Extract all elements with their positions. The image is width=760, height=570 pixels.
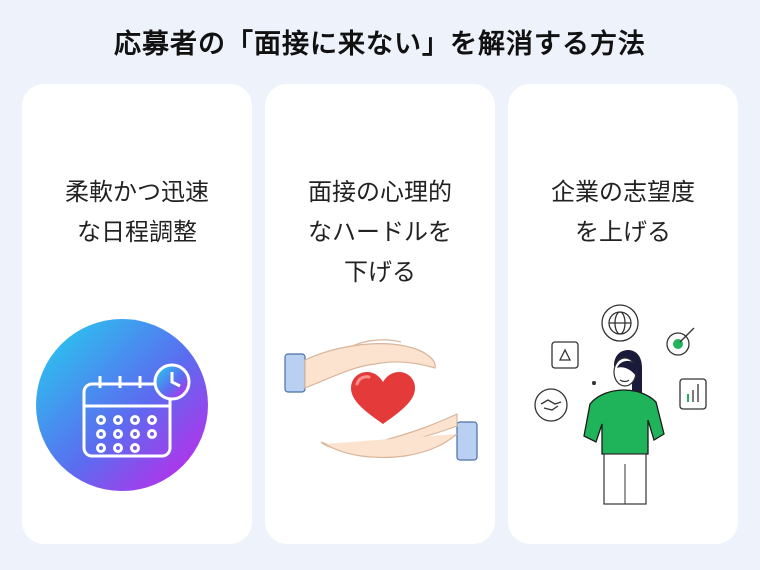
person-ideas-icon	[508, 284, 738, 514]
card-text: 企業の志望度 を上げる	[508, 172, 738, 252]
card-text-line: 面接の心理的	[308, 178, 452, 206]
card-text-line: な日程調整	[77, 218, 197, 246]
card-text: 柔軟かつ迅速 な日程調整	[22, 172, 252, 252]
method-card-lower-hurdle: 面接の心理的 なハードルを 下げる	[265, 84, 495, 544]
card-text-line: なハードルを	[308, 218, 452, 246]
method-card-scheduling: 柔軟かつ迅速 な日程調整	[22, 84, 252, 544]
page-title: 応募者の「面接に来ない」を解消する方法	[114, 29, 646, 60]
method-card-motivation: 企業の志望度 を上げる	[508, 84, 738, 544]
card-text-line: を上げる	[575, 218, 671, 246]
card-text-line: 柔軟かつ迅速	[65, 178, 209, 206]
hands-heart-icon	[265, 284, 495, 514]
card-text: 面接の心理的 なハードルを 下げる	[265, 172, 495, 292]
card-text-line: 下げる	[344, 258, 416, 286]
calendar-clock-icon	[22, 284, 252, 514]
card-text-line: 企業の志望度	[551, 178, 695, 206]
